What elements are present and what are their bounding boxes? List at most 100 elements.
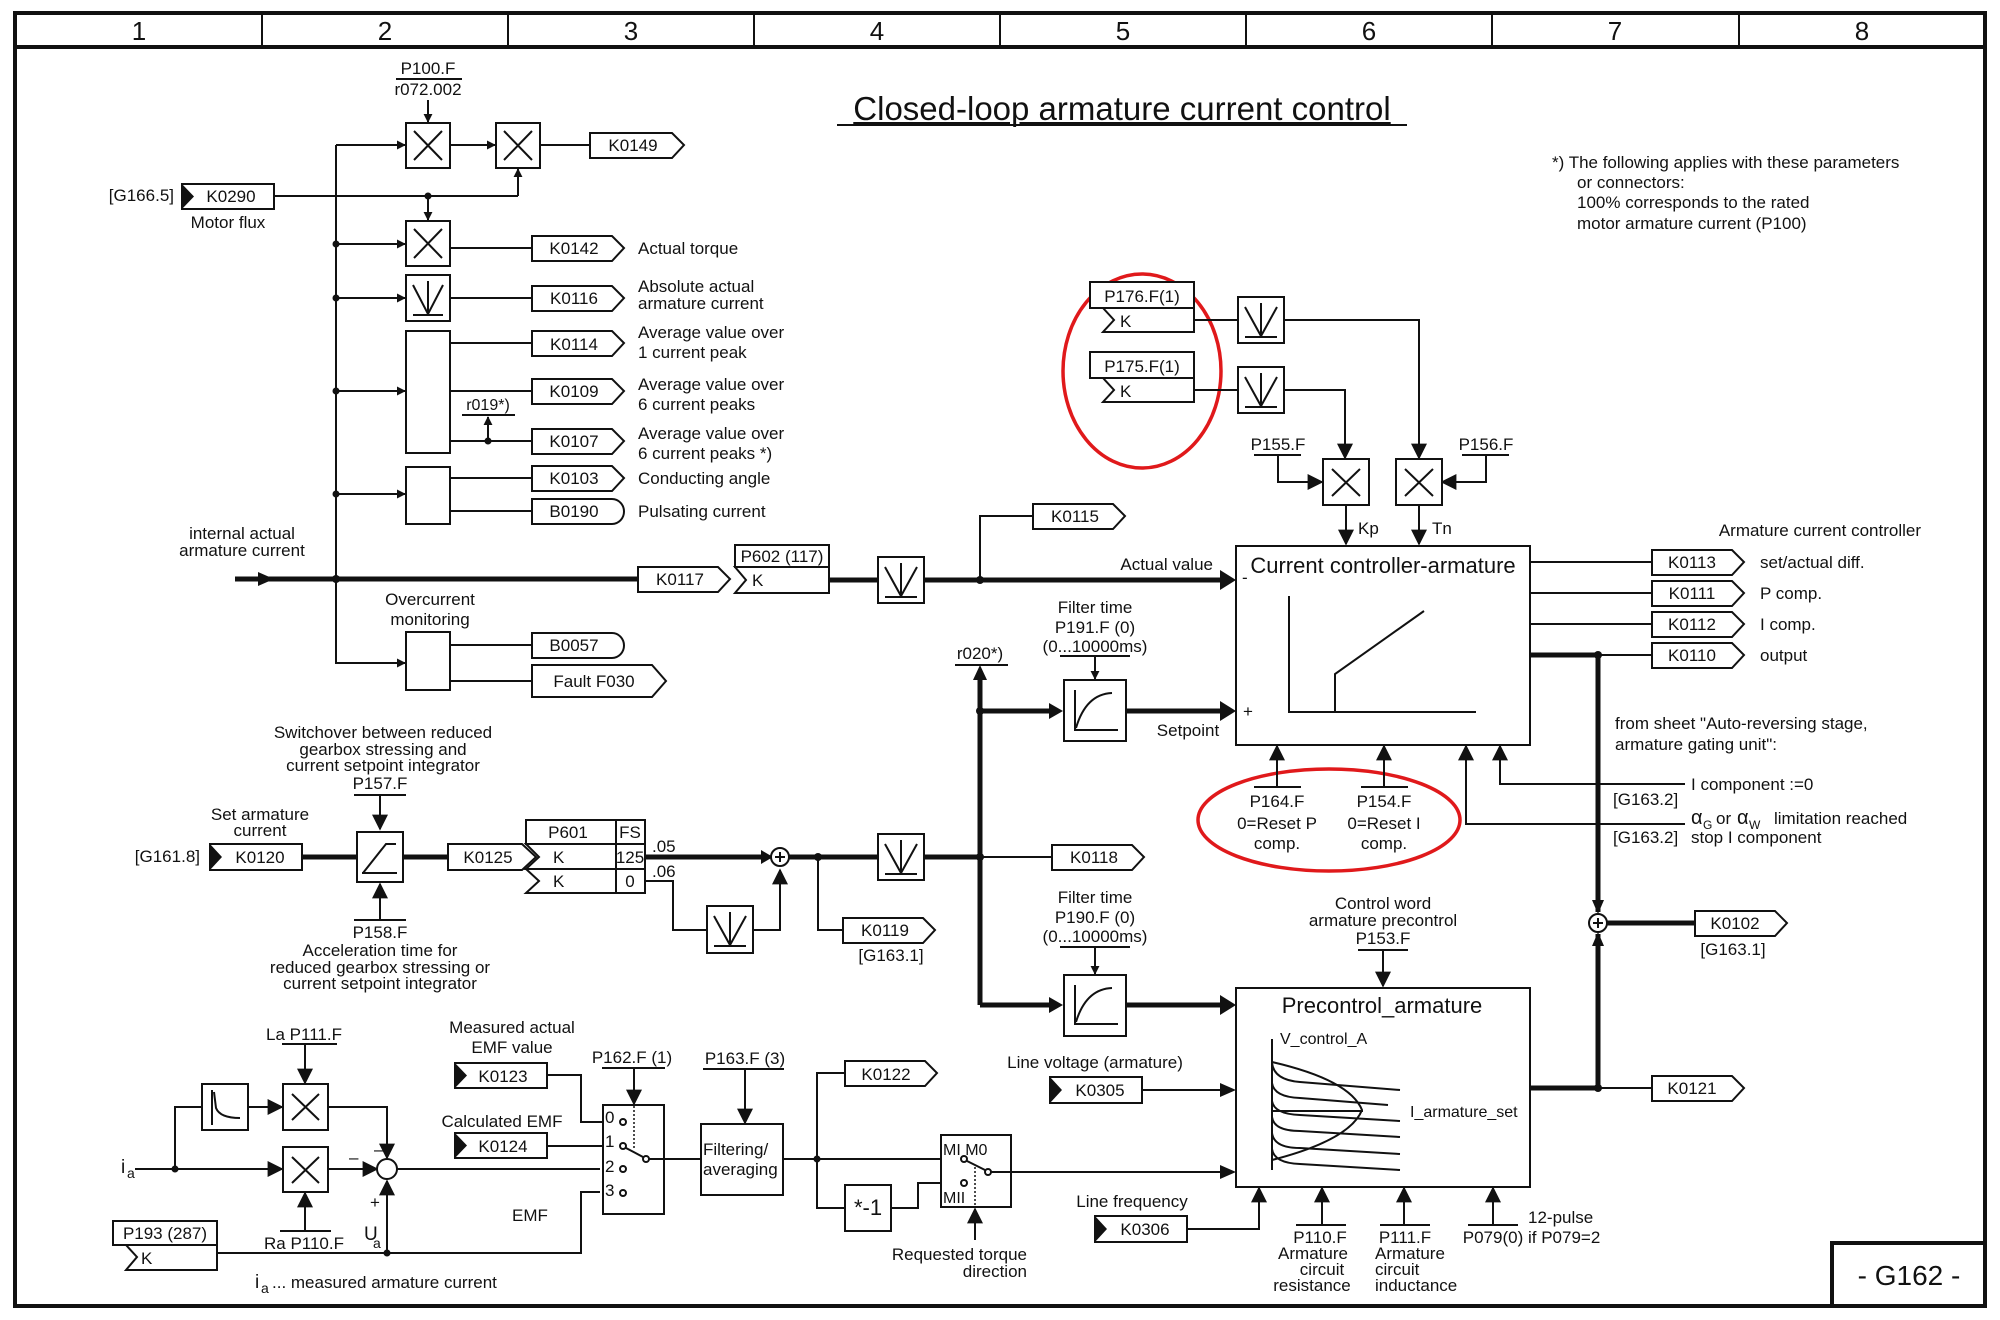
svg-text:α: α bbox=[1737, 807, 1749, 829]
input-k0120[interactable]: K0120 bbox=[209, 843, 303, 871]
svg-text:K0305: K0305 bbox=[1075, 1081, 1124, 1100]
connector-k0102[interactable]: K0102 bbox=[1694, 910, 1789, 937]
svg-text:I component :=0: I component :=0 bbox=[1691, 775, 1813, 794]
connector-k0119[interactable]: K0119 bbox=[842, 917, 937, 944]
ramp-function-block bbox=[356, 831, 404, 883]
input-k0306[interactable]: K0306 bbox=[1094, 1215, 1188, 1243]
svg-text:(0...10000ms): (0...10000ms) bbox=[1043, 637, 1148, 656]
connector-k0118[interactable]: K0118 bbox=[1051, 844, 1146, 871]
abs-icon bbox=[1244, 303, 1278, 339]
param-p176[interactable]: P176.F(1) K bbox=[1089, 281, 1195, 333]
svg-text:[G163.1]: [G163.1] bbox=[858, 946, 923, 965]
connector-k0103[interactable]: K0103 bbox=[531, 465, 626, 492]
input-k0124[interactable]: K0124 bbox=[454, 1132, 548, 1159]
svg-text:K0306: K0306 bbox=[1120, 1220, 1169, 1239]
sheet-id: - G162 - bbox=[1858, 1260, 1961, 1291]
summing-junction bbox=[1588, 913, 1608, 933]
connector-k0121[interactable]: K0121 bbox=[1651, 1075, 1746, 1102]
svg-text:circuit: circuit bbox=[1375, 1260, 1420, 1279]
conducting-angle-block bbox=[405, 466, 451, 525]
abs-icon bbox=[713, 912, 747, 948]
svg-text:6 current peaks *): 6 current peaks *) bbox=[638, 444, 772, 463]
svg-text:K: K bbox=[752, 571, 764, 590]
svg-text:armature current: armature current bbox=[638, 294, 764, 313]
svg-text:Calculated EMF: Calculated EMF bbox=[442, 1112, 563, 1131]
input-k0290[interactable]: K0290 bbox=[181, 183, 275, 210]
svg-text:La P111.F: La P111.F bbox=[266, 1025, 342, 1044]
alpha-limitation-label: α G or α W limitation reached bbox=[1691, 807, 1907, 832]
connector-k0110[interactable]: K0110 bbox=[1651, 642, 1746, 669]
svg-text:inductance: inductance bbox=[1375, 1276, 1457, 1295]
connector-k0122[interactable]: K0122 bbox=[844, 1060, 939, 1087]
negation-block: *-1 bbox=[844, 1184, 892, 1232]
connector-k0109[interactable]: K0109 bbox=[531, 378, 626, 405]
averaging-block bbox=[405, 330, 451, 454]
input-k0305[interactable]: K0305 bbox=[1049, 1076, 1143, 1104]
param-p602[interactable]: P602 (117) K bbox=[732, 544, 830, 594]
param-p156: P156.F bbox=[1459, 435, 1514, 454]
svg-text:12-pulse: 12-pulse bbox=[1528, 1208, 1593, 1227]
svg-text:K0102: K0102 bbox=[1710, 914, 1759, 933]
connector-k0111[interactable]: K0111 bbox=[1651, 580, 1746, 607]
absolute-value-block bbox=[706, 905, 754, 954]
param-p193[interactable]: P193 (287) K bbox=[112, 1220, 218, 1271]
param-p100: P100.F bbox=[401, 59, 456, 78]
svg-text:B0057: B0057 bbox=[549, 636, 598, 655]
svg-text:K0121: K0121 bbox=[1667, 1079, 1716, 1098]
controller-outputs: K0113 set/actual diff. K0111 P comp. K01… bbox=[1530, 549, 1865, 669]
svg-text:a: a bbox=[127, 1165, 135, 1181]
param-p154: P154.F bbox=[1357, 792, 1412, 811]
svg-text:Actual torque: Actual torque bbox=[638, 239, 738, 258]
input-k0123[interactable]: K0123 bbox=[454, 1062, 548, 1089]
sheet-frame bbox=[13, 11, 1987, 1308]
input-marker-icon bbox=[455, 1063, 467, 1088]
binector-b0057[interactable]: B0057 bbox=[531, 632, 625, 659]
svg-text:P601: P601 bbox=[548, 823, 588, 842]
svg-text:Tn: Tn bbox=[1432, 519, 1452, 538]
multiply-icon bbox=[291, 1093, 320, 1121]
svg-text:K0103: K0103 bbox=[549, 469, 598, 488]
connector-k0116[interactable]: K0116 bbox=[531, 285, 626, 312]
fault-f030-output[interactable]: Fault F030 bbox=[531, 664, 668, 698]
connector-k0115[interactable]: K0115 bbox=[1032, 503, 1127, 530]
filtering-averaging-block: Filtering/ averaging bbox=[700, 1123, 784, 1196]
filter-block bbox=[1063, 974, 1127, 1037]
svg-text:P602 (117): P602 (117) bbox=[741, 547, 824, 566]
connector-k0142[interactable]: K0142 bbox=[531, 235, 626, 262]
svg-text:Motor flux: Motor flux bbox=[191, 213, 266, 232]
svg-text:Precontrol_armature: Precontrol_armature bbox=[1282, 993, 1483, 1018]
svg-text:Armature current controller: Armature current controller bbox=[1719, 521, 1922, 540]
connector-k0125[interactable]: K0125 bbox=[447, 843, 538, 871]
connector-k0117[interactable]: K0117 bbox=[637, 566, 732, 593]
param-p175[interactable]: P175.F(1) K bbox=[1089, 351, 1195, 403]
svg-text:Armature: Armature bbox=[1278, 1244, 1348, 1263]
connector-k0107[interactable]: K0107 bbox=[531, 428, 626, 455]
svg-text:circuit: circuit bbox=[1300, 1260, 1345, 1279]
svg-text:Measured actual: Measured actual bbox=[449, 1018, 575, 1037]
svg-text:K0124: K0124 bbox=[478, 1137, 527, 1156]
svg-text:2: 2 bbox=[605, 1157, 614, 1176]
svg-text:current setpoint integrator: current setpoint integrator bbox=[286, 756, 480, 775]
svg-text:current: current bbox=[234, 821, 287, 840]
connector-k0112[interactable]: K0112 bbox=[1651, 611, 1746, 638]
param-p601[interactable]: P601 FS K 125 K 0 bbox=[523, 819, 646, 894]
summing-junction bbox=[376, 1158, 398, 1180]
torque-direction-switch[interactable]: MI M0 MII bbox=[940, 1134, 1012, 1208]
svg-text:*) The following applies with: *) The following applies with these para… bbox=[1552, 153, 1899, 172]
svg-text:K: K bbox=[553, 848, 565, 867]
svg-text:reduced gearbox stressing or: reduced gearbox stressing or bbox=[270, 958, 491, 977]
connector-k0114[interactable]: K0114 bbox=[531, 330, 626, 357]
multiply-icon bbox=[503, 130, 533, 161]
connector-k0149[interactable]: K0149 bbox=[589, 132, 686, 159]
abs-icon bbox=[412, 281, 444, 317]
svg-text:K: K bbox=[141, 1249, 153, 1268]
svg-text:Requested torque: Requested torque bbox=[892, 1245, 1027, 1264]
pt1-filter-icon bbox=[1074, 690, 1118, 731]
connector-k0113[interactable]: K0113 bbox=[1651, 549, 1746, 576]
multiply-icon bbox=[413, 228, 443, 259]
column-header: 1 bbox=[132, 16, 146, 46]
svg-text:Overcurrent: Overcurrent bbox=[385, 590, 475, 609]
svg-text:U: U bbox=[364, 1224, 378, 1245]
binector-b0190[interactable]: B0190 bbox=[531, 498, 625, 525]
svg-text:0: 0 bbox=[625, 872, 634, 891]
